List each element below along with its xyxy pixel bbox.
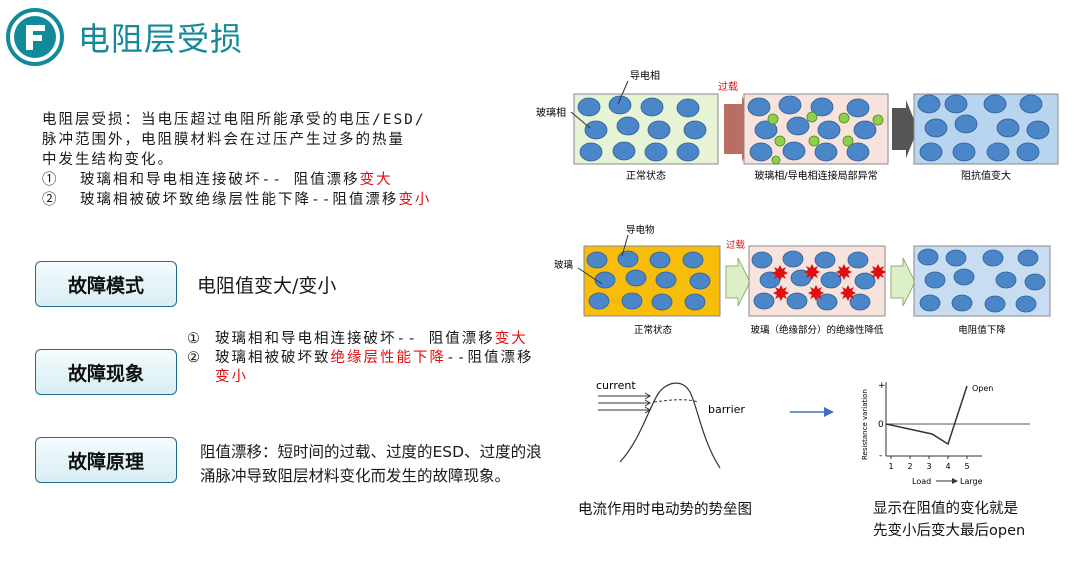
diagram2-label-overload: 过载 <box>726 239 746 251</box>
diagram1-label-glass: 玻璃相 <box>536 106 566 119</box>
intro-text: 电阻层受损：当电压超过电阻所能承受的电压/ESD/ 脉冲范围外，电阻膜材料会在过… <box>42 110 512 210</box>
diagram2-caption-1: 正常状态 <box>634 324 673 336</box>
graph-xlabel-arrowhead <box>952 478 958 484</box>
failure-mode-box: 故障模式 <box>35 261 177 307</box>
barrier-caption: 电流作用时电动势的势垒图 <box>578 502 752 518</box>
graph-ticks: 1 2 3 4 5 <box>888 456 970 471</box>
phenomenon-list: ① 玻璃相和导电相连接破坏-- 阻值漂移变大 ② 玻璃相被破坏致绝缘层性能下降--阻… <box>187 330 537 387</box>
graph-xlabel: Load <box>912 477 931 486</box>
graph-minus: - <box>879 451 882 461</box>
page-title: 电阻层受损 <box>78 20 244 58</box>
barrier-curve <box>619 382 721 469</box>
diagram2-panel-result <box>913 245 1051 317</box>
diagram1-label-conductive: 导电相 <box>630 69 660 82</box>
diagram1-caption-1: 正常状态 <box>626 169 666 182</box>
graph-plus: + <box>878 381 886 391</box>
diagram1-panel-damaged <box>743 93 889 165</box>
brand-logo-icon <box>6 8 64 66</box>
diagram2-caption-3: 电阻值下降 <box>958 324 1006 336</box>
graph-tick-label: 1 <box>888 462 893 471</box>
right-arrow-icon <box>790 407 834 417</box>
intro-line-1: 电阻层受损：当电压超过电阻所能承受的电压/ESD/ <box>42 112 426 128</box>
diagram1-label-overload: 过载 <box>718 80 738 93</box>
intro-item-1-text: 玻璃相和导电相连接破坏-- 阻值漂移 <box>79 172 360 188</box>
phenomenon-item-2-red-a: 绝缘层性能下降 <box>330 350 446 366</box>
intro-item-2: ② 玻璃相被破坏致绝缘层性能下降--阻值漂移变小 <box>42 190 512 210</box>
intro-item-2-num: ② <box>42 192 59 208</box>
phenomenon-item-1-num: ① <box>187 331 202 347</box>
barrier-current-arrows <box>598 392 651 414</box>
diagram1-panel-result <box>913 93 1059 165</box>
graph-caption-line-2: 先变小后变大最后open <box>873 523 1026 539</box>
barrier-dashed-line <box>653 399 699 403</box>
graph-tick-label: 2 <box>907 462 912 471</box>
diagram2-label-glass: 玻璃 <box>554 259 573 271</box>
phenomenon-item-1-text: 玻璃相和导电相连接破坏-- 阻值漂移 <box>215 331 495 347</box>
diagram1-pointer-glass <box>570 111 591 129</box>
graph-open-label: Open <box>972 384 993 393</box>
graph-tick-label: 5 <box>964 462 969 471</box>
phenomenon-item-2-red-b: 变小 <box>215 369 248 385</box>
phenomenon-box: 故障现象 <box>35 349 177 395</box>
barrier-diagram: current barrier <box>596 379 745 469</box>
diagram2-panel-normal <box>583 245 721 317</box>
diagram2-pointer-glass <box>577 267 603 285</box>
phenomenon-item-2-text-b: --阻值漂移 <box>446 350 534 366</box>
diagram1-panel-normal <box>573 93 719 165</box>
diagram2-arrow-1 <box>725 257 751 307</box>
diagram2-panel-damaged <box>748 245 886 317</box>
diagram1-caption-2: 玻璃相/导电相连接局部异常 <box>754 169 877 182</box>
graph-ylabel: Resistance variation <box>861 389 869 460</box>
diagram1-caption-3: 阻抗值变大 <box>961 169 1011 182</box>
graph-zero: 0 <box>878 420 884 430</box>
diagram2-pointer-conductive <box>621 234 629 257</box>
graph-tick-label: 3 <box>926 462 931 471</box>
intro-item-1-red: 变大 <box>359 172 393 188</box>
intro-item-2-red: 变小 <box>398 192 432 208</box>
principle-box: 故障原理 <box>35 437 177 483</box>
resistance-graph: Resistance variation + 0 - 1 2 3 4 5 Open Lo… <box>861 381 1030 486</box>
intro-line-2: 脉冲范围外，电阻膜材料会在过压产生过多的热量 <box>42 132 405 148</box>
graph-line <box>885 385 968 446</box>
diagram-glass-insulation: 导电物 玻璃 过载 正常状态 玻璃（绝缘部分）的绝缘性 <box>554 224 1051 336</box>
phenomenon-item-2-text-a: 玻璃相被破坏致 <box>215 350 331 366</box>
intro-item-1-num: ① <box>42 172 59 188</box>
diagram2-arrow-2 <box>890 257 916 307</box>
intro-item-1: ① 玻璃相和导电相连接破坏-- 阻值漂移变大 <box>42 170 512 190</box>
diagram2-caption-2: 玻璃（绝缘部分）的绝缘性降低 <box>750 324 884 336</box>
diagram-glass-conductive: 导电相 玻璃相 过载 正常状态 玻璃相/导电相连接局部异常 阻抗值变大 <box>536 69 1059 182</box>
phenomenon-item-2-num: ② <box>187 350 202 366</box>
diagram1-arrow-2 <box>892 100 918 158</box>
principle-text: 阻值漂移：短时间的过载、过度的ESD、过度的浪涌脉冲导致阻层材料变化而发生的故障… <box>200 443 542 485</box>
graph-xlabel-end: Large <box>960 477 983 486</box>
diagram2-label-conductive: 导电物 <box>626 224 655 236</box>
graph-caption: 显示在阻值的变化就是 先变小后变大最后open <box>873 498 1025 542</box>
barrier-label-barrier: barrier <box>708 403 745 416</box>
phenomenon-item-1-red: 变大 <box>494 331 528 347</box>
graph-tick-label: 4 <box>945 462 950 471</box>
barrier-label-current: current <box>596 379 636 392</box>
phenomenon-item-2: ② 玻璃相被破坏致绝缘层性能下降--阻值漂移变小 <box>187 349 537 387</box>
intro-line-3: 中发生结构变化。 <box>42 152 174 168</box>
phenomenon-item-1: ① 玻璃相和导电相连接破坏-- 阻值漂移变大 <box>187 330 537 349</box>
failure-mode-value: 电阻值变大/变小 <box>197 275 337 297</box>
diagram1-pointer-conductive <box>617 80 629 105</box>
intro-item-2-text: 玻璃相被破坏致绝缘层性能下降--阻值漂移 <box>79 192 399 208</box>
graph-caption-line-1: 显示在阻值的变化就是 <box>873 501 1018 517</box>
